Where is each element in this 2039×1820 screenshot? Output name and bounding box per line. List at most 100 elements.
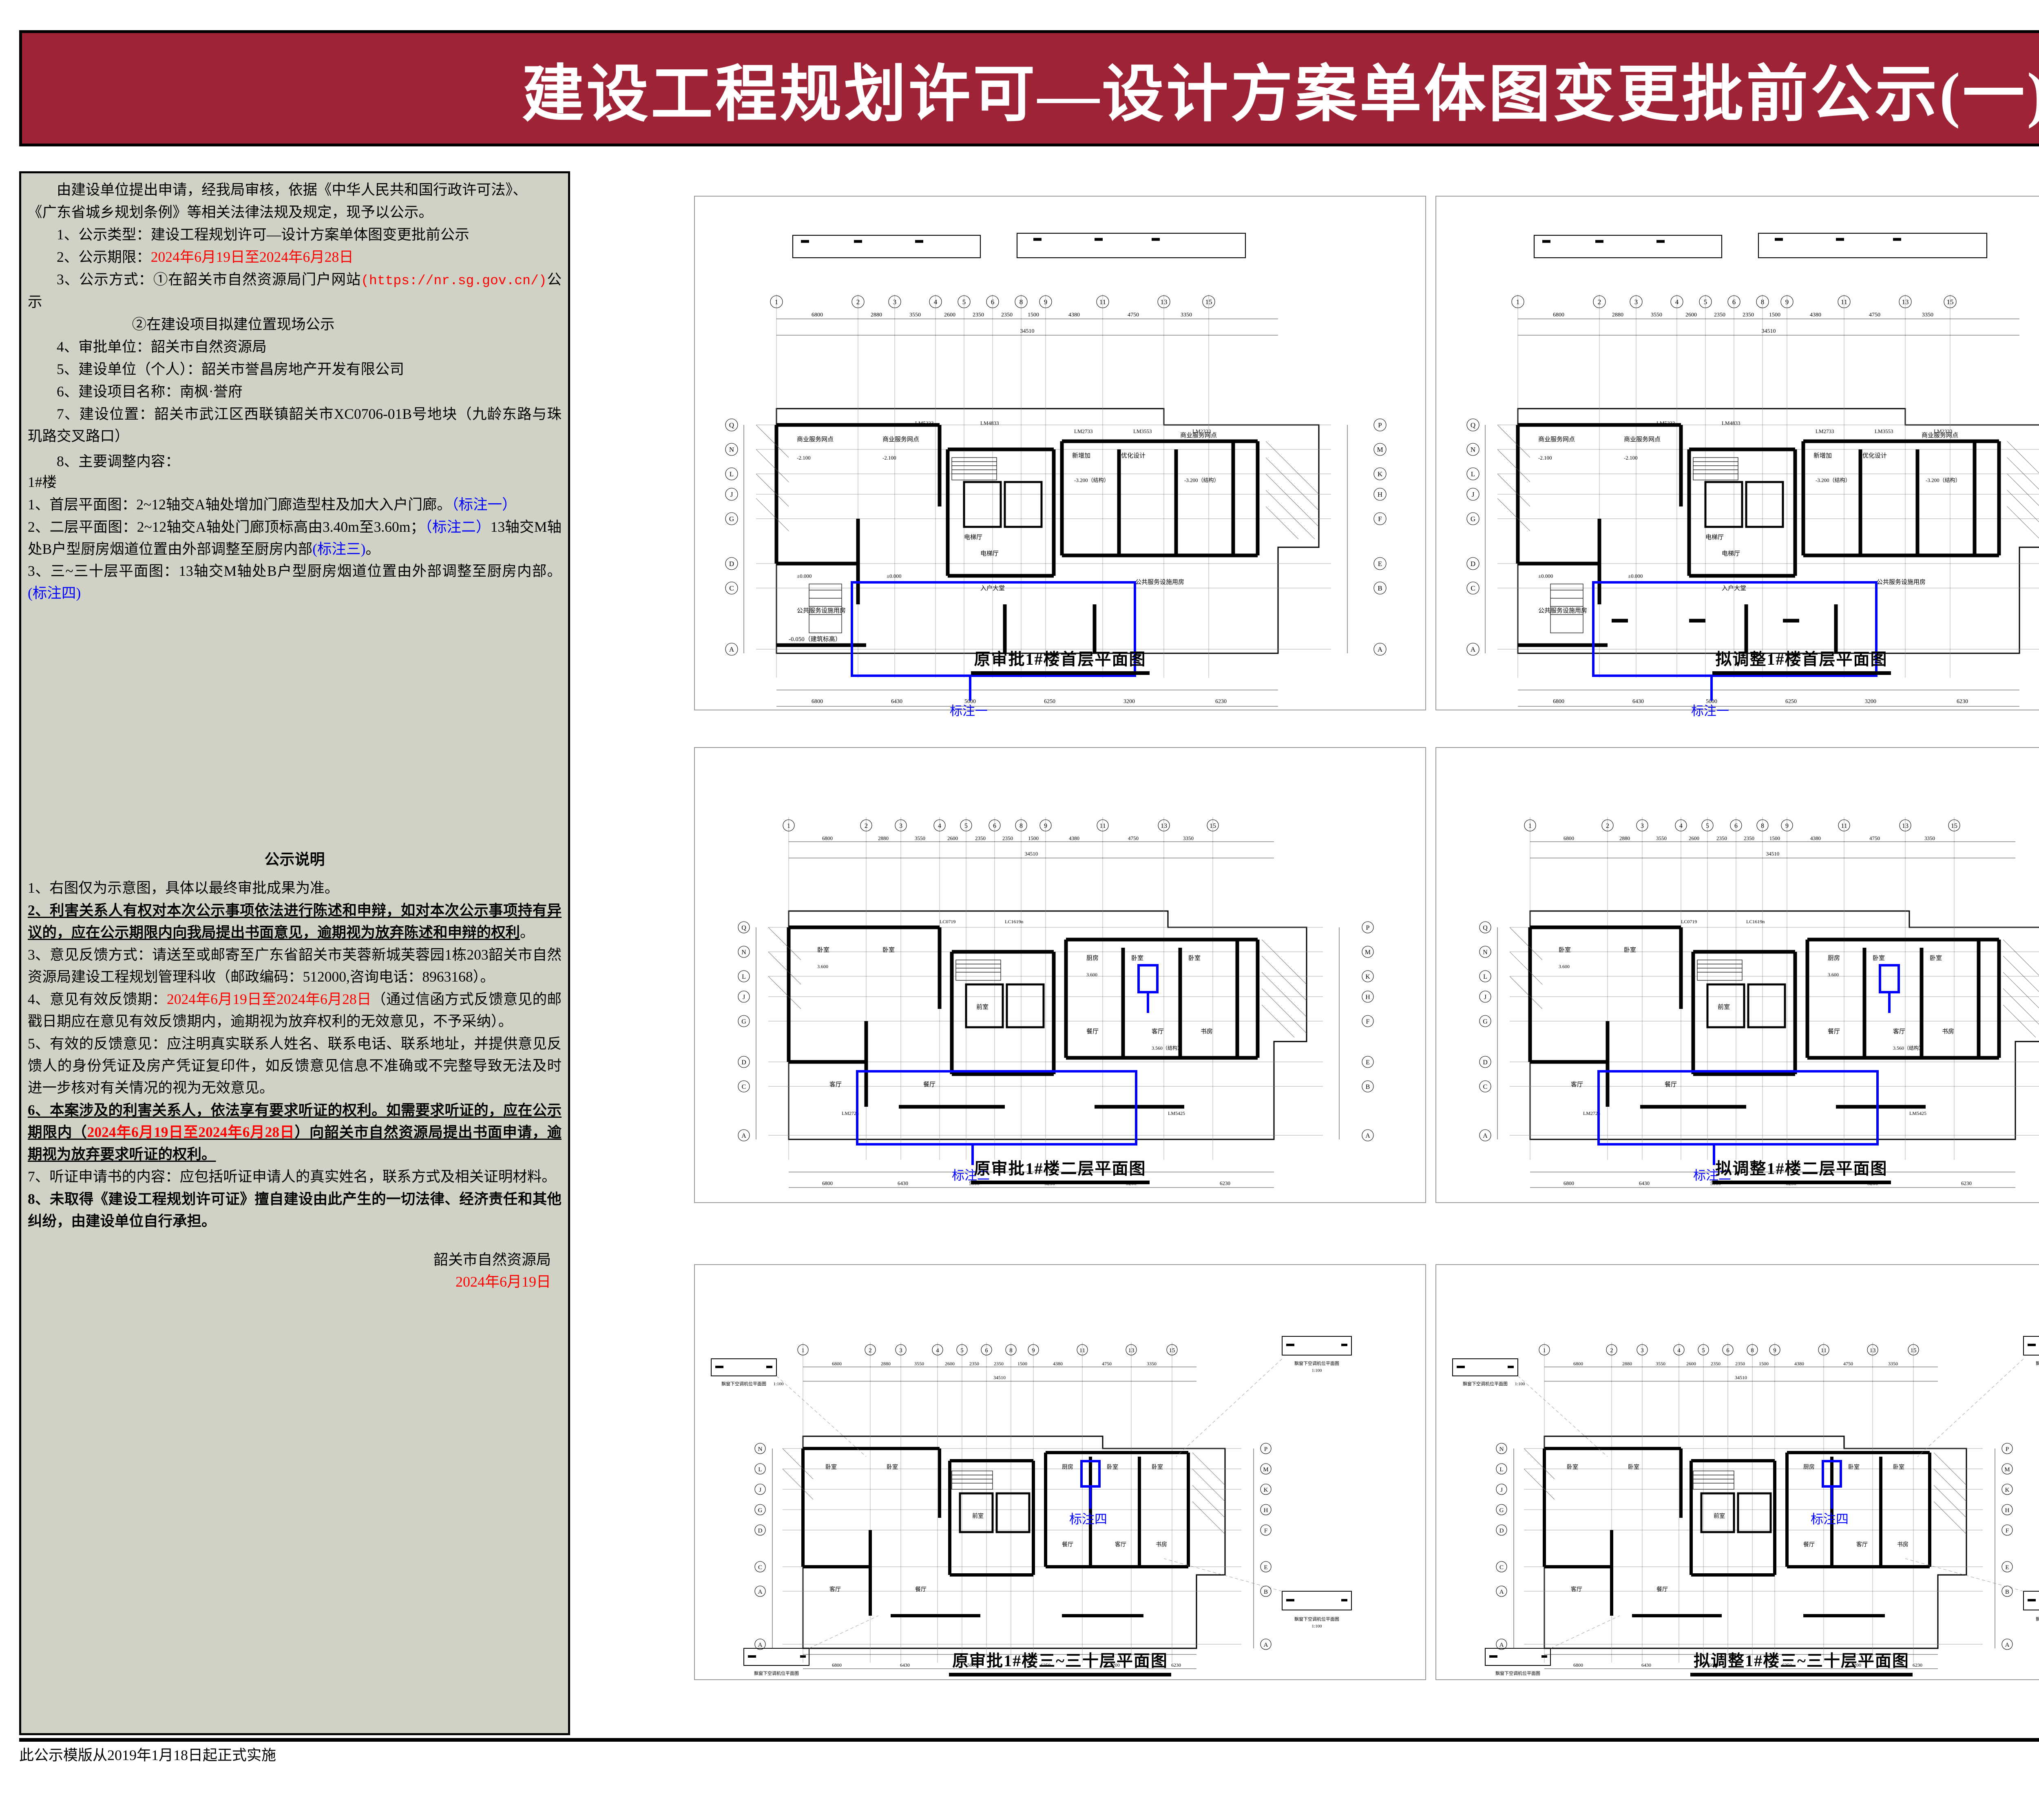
svg-text:J: J <box>1484 994 1486 1001</box>
svg-text:入户大堂: 入户大堂 <box>980 585 1005 592</box>
svg-text:11: 11 <box>1099 823 1106 829</box>
svg-text:J: J <box>1500 1487 1503 1493</box>
svg-text:5: 5 <box>1704 298 1707 306</box>
annotation-leader-line <box>971 1146 974 1165</box>
svg-text:F: F <box>1264 1528 1267 1534</box>
svg-text:A: A <box>741 1132 746 1139</box>
svg-text:5000: 5000 <box>964 699 976 705</box>
svg-text:G: G <box>758 1507 763 1514</box>
svg-text:34510: 34510 <box>1025 851 1038 857</box>
svg-text:6: 6 <box>991 298 995 306</box>
svg-text:2350: 2350 <box>1711 1361 1721 1367</box>
svg-text:1500: 1500 <box>1028 835 1039 841</box>
adjustment-highlight-box <box>851 581 1136 677</box>
svg-text:11: 11 <box>1079 1347 1085 1354</box>
svg-text:2880: 2880 <box>1612 312 1623 318</box>
svg-text:1:100: 1:100 <box>1515 1382 1525 1387</box>
svg-text:客厅: 客厅 <box>829 1081 842 1088</box>
annotation-label-4: 标注四 <box>1811 1512 1849 1526</box>
svg-text:商业服务网点: 商业服务网点 <box>1922 432 1958 439</box>
svg-text:1: 1 <box>787 823 790 829</box>
svg-text:L: L <box>1499 1466 1503 1473</box>
svg-text:±0.000: ±0.000 <box>887 573 901 579</box>
svg-text:飘窗下空调机位平面图: 飘窗下空调机位平面图 <box>754 1670 799 1676</box>
svg-text:-3.200（结构）: -3.200（结构） <box>1926 477 1961 483</box>
notice-item-3: 3、公示方式：①在韶关市自然资源局门户网站(https://nr.sg.gov.… <box>28 271 562 310</box>
svg-text:9: 9 <box>1044 823 1047 829</box>
svg-text:5: 5 <box>1702 1347 1705 1354</box>
svg-text:4750: 4750 <box>1128 835 1139 841</box>
svg-text:B: B <box>1378 584 1382 592</box>
svg-text:3550: 3550 <box>915 835 925 841</box>
svg-text:C: C <box>742 1084 746 1090</box>
svg-text:5: 5 <box>962 298 966 306</box>
svg-text:3: 3 <box>1641 823 1644 829</box>
svg-text:6800: 6800 <box>1564 1180 1574 1186</box>
svg-text:A: A <box>729 646 734 653</box>
svg-text:2880: 2880 <box>1619 835 1630 841</box>
svg-text:6800: 6800 <box>1564 835 1574 841</box>
svg-text:13: 13 <box>1161 298 1168 306</box>
svg-text:4750: 4750 <box>1869 835 1880 841</box>
svg-text:34510: 34510 <box>1762 328 1776 334</box>
svg-text:飘窗下空调机位平面图: 飘窗下空调机位平面图 <box>1294 1616 1339 1622</box>
svg-text:-2.100: -2.100 <box>882 455 896 461</box>
svg-text:6800: 6800 <box>812 312 823 318</box>
page-title: 建设工程规划许可—设计方案单体图变更批前公示(一) <box>522 60 2039 129</box>
svg-text:6230: 6230 <box>1913 1662 1922 1668</box>
svg-text:B: B <box>1366 1084 1370 1090</box>
svg-text:F: F <box>2006 1528 2009 1534</box>
svg-text:前室: 前室 <box>972 1513 984 1519</box>
svg-text:34510: 34510 <box>993 1375 1006 1380</box>
svg-text:D: D <box>729 560 734 568</box>
svg-text:M: M <box>1365 949 1371 956</box>
svg-text:P: P <box>1366 924 1370 931</box>
svg-text:优化设计: 优化设计 <box>1121 452 1146 459</box>
svg-text:1: 1 <box>775 298 778 306</box>
svg-text:客厅: 客厅 <box>1856 1541 1868 1548</box>
svg-text:2600: 2600 <box>1686 1361 1696 1367</box>
svg-text:L: L <box>730 470 734 478</box>
svg-text:3.600: 3.600 <box>817 964 828 969</box>
svg-text:厨房: 厨房 <box>1086 955 1099 962</box>
notice-item-1: 1、公示类型：建设工程规划许可—设计方案单体图变更批前公示 <box>57 226 469 243</box>
annotation-leader-line-small <box>1831 1488 1833 1509</box>
svg-text:C: C <box>1471 584 1475 592</box>
explain-item-8: 8、未取得《建设工程规划许可证》擅自建设由此产生的一切法律、经济责任和其他纠纷，… <box>28 1190 562 1229</box>
svg-text:1500: 1500 <box>1769 312 1780 318</box>
svg-text:卧室: 卧室 <box>1624 946 1636 953</box>
svg-text:2: 2 <box>865 823 868 829</box>
svg-text:6230: 6230 <box>1171 1662 1181 1668</box>
svg-text:卧室: 卧室 <box>1559 946 1571 953</box>
svg-text:客厅: 客厅 <box>1571 1586 1582 1593</box>
svg-text:E: E <box>1378 560 1382 568</box>
svg-text:餐厅: 餐厅 <box>1803 1541 1815 1548</box>
svg-text:客厅: 客厅 <box>829 1586 841 1593</box>
svg-text:2350: 2350 <box>1743 312 1754 318</box>
svg-text:LM3553: LM3553 <box>1875 428 1893 434</box>
svg-text:L: L <box>1471 470 1475 478</box>
svg-text:4: 4 <box>936 1347 939 1354</box>
annotation-leader-line-small <box>1147 993 1149 1013</box>
svg-text:15: 15 <box>1210 823 1216 829</box>
drawing-caption-3: 原审批1#楼二层平面图 <box>694 1155 1426 1184</box>
svg-text:LM5233: LM5233 <box>915 420 934 426</box>
svg-text:-3.200（结构）: -3.200（结构） <box>1184 477 1219 483</box>
adjustment-highlight-box-small <box>1137 964 1159 993</box>
svg-text:1: 1 <box>1528 823 1532 829</box>
svg-text:1:100: 1:100 <box>1311 1624 1322 1629</box>
svg-text:3200: 3200 <box>1865 699 1876 705</box>
svg-text:K: K <box>1264 1487 1268 1493</box>
explain-item-5: 5、有效的反馈意见：应注明真实联系人姓名、联系电话、联系地址，并提供意见反馈人的… <box>28 1035 562 1096</box>
svg-text:Q: Q <box>729 421 734 429</box>
annotation-label-4: 标注四 <box>1069 1512 1107 1526</box>
svg-text:书房: 书房 <box>1942 1028 1954 1035</box>
portal-url[interactable]: (https://nr.sg.gov.cn/) <box>361 273 547 288</box>
